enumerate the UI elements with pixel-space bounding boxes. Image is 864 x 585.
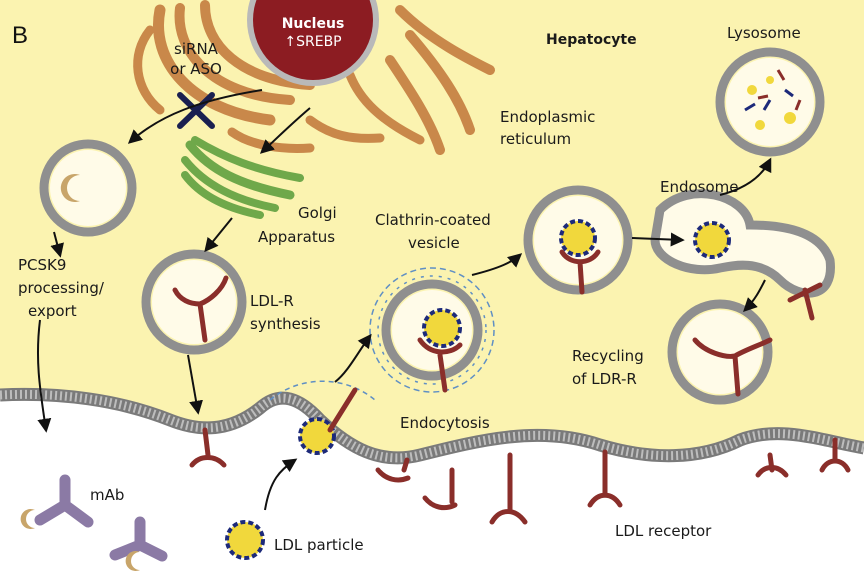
er-label-line2: reticulum: [500, 130, 571, 148]
plasma-membrane: [0, 387, 864, 465]
clathrin-label-line1: Clathrin-coated: [375, 211, 491, 229]
pcsk9-label-line2: processing/: [18, 279, 105, 297]
sirna-label-line2: or ASO: [170, 60, 222, 78]
pcsk9-bound-1: [20, 509, 35, 529]
endoplasmic-reticulum: [133, 0, 495, 155]
endosome-label: Endosome: [660, 178, 739, 196]
clathrin-label-line2: vesicle: [408, 234, 460, 252]
nucleus-label: Nucleus: [282, 16, 345, 32]
mab-label: mAb: [90, 486, 124, 504]
sirna-label-line1: siRNA: [174, 40, 219, 58]
golgi-label-line1: Golgi: [298, 204, 337, 222]
ldlr-synthesis-vesicle: [141, 249, 247, 355]
lysosome: [715, 47, 825, 157]
ldl-particle: [225, 520, 265, 560]
nucleus: [247, 0, 379, 86]
surface-ldl-receptors: [189, 427, 851, 525]
panel-letter: B: [12, 22, 28, 49]
lysosome-label: Lysosome: [727, 24, 801, 42]
transport-vesicle: [523, 185, 633, 295]
pcsk9-vesicle: [39, 139, 137, 237]
recycling-label-line2: of LDR-R: [572, 370, 637, 388]
endocytosis-label: Endocytosis: [400, 414, 490, 432]
endosome: [650, 189, 835, 321]
ldlr-label-line2: synthesis: [250, 315, 321, 333]
ldl-particle-label: LDL particle: [274, 536, 364, 554]
sirna-block-x-icon: [177, 92, 215, 129]
pcsk9-bound-2: [125, 551, 140, 571]
recycling-vesicle: [667, 299, 773, 405]
ldl-receptor-label: LDL receptor: [615, 522, 712, 540]
recycling-label-line1: Recycling: [572, 347, 644, 365]
antibody-1: [34, 474, 94, 528]
golgi-apparatus: [181, 136, 304, 219]
golgi-label-line2: Apparatus: [258, 228, 335, 246]
er-label-line1: Endoplasmic: [500, 108, 595, 126]
antibody-2: [109, 516, 168, 562]
hepatocyte-label: Hepatocyte: [546, 32, 637, 48]
srebp-label: ↑SREBP: [284, 34, 341, 50]
ldlr-label-line1: LDL-R: [250, 292, 294, 310]
pcsk9-label-line3: export: [28, 302, 77, 320]
clathrin-coated-vesicle: [369, 267, 495, 393]
budding-ldl: [269, 380, 376, 455]
pathway-arrows: [36, 89, 772, 511]
pcsk9-label-line1: PCSK9: [18, 256, 66, 274]
